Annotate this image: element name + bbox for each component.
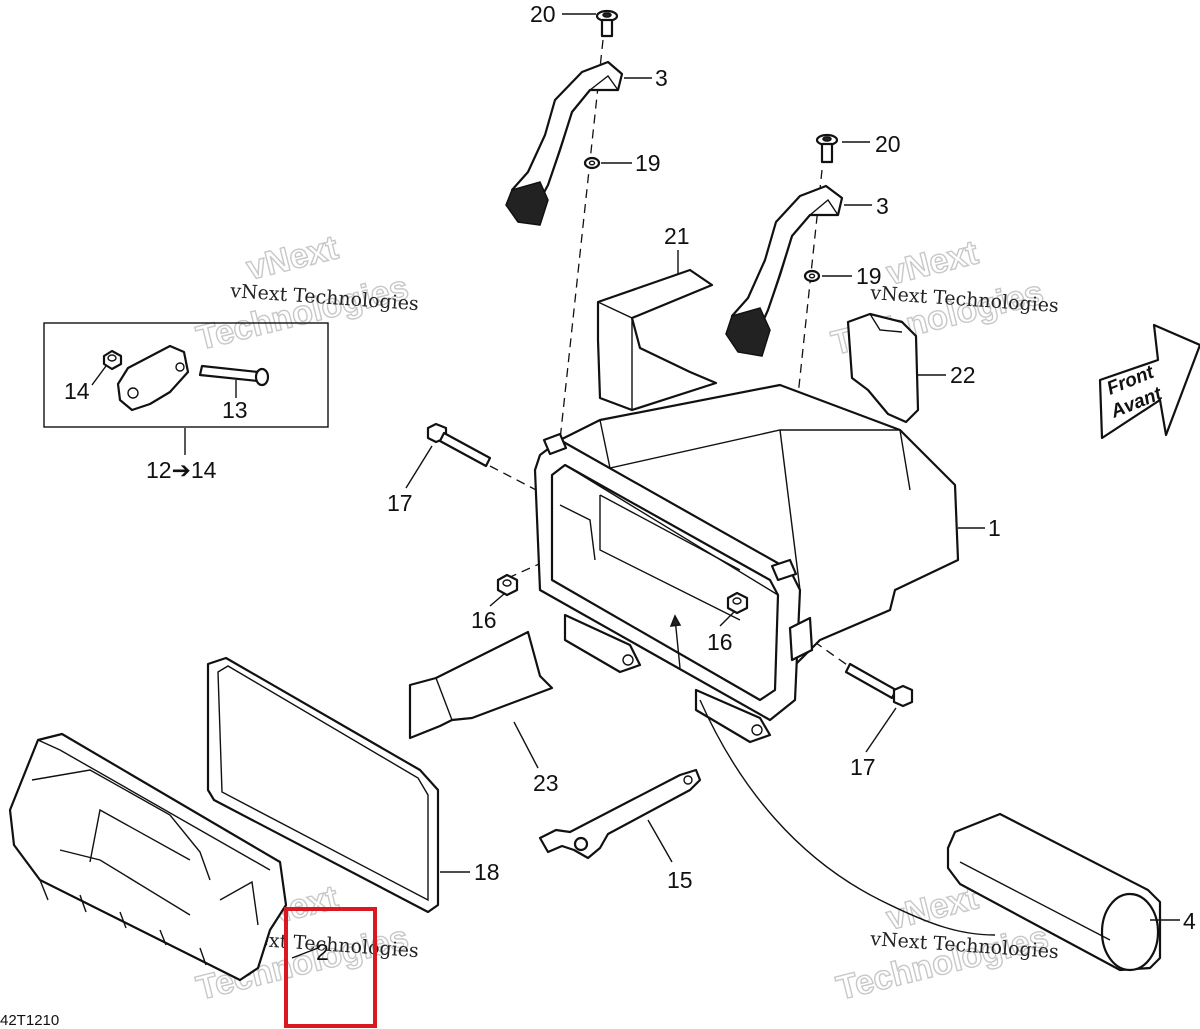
callout-labels: 20 3 19 20 3 21 19 22 14 13 12➔14 17 1 1…: [64, 1, 1196, 965]
callout-19-upper: 19: [635, 150, 661, 176]
cable-line: [699, 699, 996, 936]
callout-20-upper: 20: [530, 1, 556, 27]
callout-12-to-14: 12➔14: [146, 457, 217, 483]
front-direction-arrow: Front Avant: [1098, 323, 1200, 440]
screw-20-lower: [815, 133, 839, 164]
bolt-17-lower: [844, 662, 914, 708]
bolt-17-upper: [426, 422, 492, 468]
nut-16-right: [726, 591, 749, 615]
battery-box-1: [533, 383, 960, 744]
battery-pack-4: [946, 812, 1162, 972]
pad-22: [846, 312, 920, 424]
callout-17-lower: 17: [850, 754, 876, 780]
callout-3-upper: 3: [655, 65, 668, 91]
drawing-code: 42T1210: [0, 1012, 59, 1029]
detail-inset-12-14: [43, 322, 329, 455]
heat-shield-23: [408, 630, 554, 740]
callout-20-lower: 20: [875, 131, 901, 157]
handle-3-lower: [725, 184, 844, 357]
washer-19-lower: [803, 269, 821, 283]
heat-shield-21: [596, 268, 718, 412]
gasket-18: [206, 656, 440, 914]
leader-lines: [91, 13, 1180, 959]
cover-2: [8, 732, 288, 982]
handle-3-upper: [505, 60, 624, 226]
callout-23: 23: [533, 770, 559, 796]
watermark-top-left: Technologies vNext vNext Technologies: [192, 228, 419, 359]
callout-15: 15: [667, 867, 693, 893]
svg-text:Technologies: Technologies: [833, 918, 1052, 1007]
callout-16-left: 16: [471, 607, 497, 633]
callout-17-upper: 17: [387, 490, 413, 516]
nut-16-left: [496, 573, 519, 597]
callout-22: 22: [950, 362, 976, 388]
callout-4: 4: [1183, 908, 1196, 934]
wrench-15: [538, 768, 702, 860]
screw-20-upper: [595, 9, 619, 38]
callout-3-lower: 3: [876, 193, 889, 219]
callout-2: 2: [316, 939, 329, 965]
callout-1: 1: [988, 515, 1001, 541]
highlight-box: [284, 907, 377, 1028]
callout-18: 18: [474, 859, 500, 885]
callout-14: 14: [64, 378, 90, 404]
callout-21: 21: [664, 223, 690, 249]
svg-text:Technologies: Technologies: [193, 268, 412, 357]
callout-16-right: 16: [707, 629, 733, 655]
callout-13: 13: [222, 397, 248, 423]
callout-19-lower: 19: [856, 263, 882, 289]
washer-19-upper: [583, 156, 601, 170]
svg-text:vNext: vNext: [243, 228, 342, 287]
